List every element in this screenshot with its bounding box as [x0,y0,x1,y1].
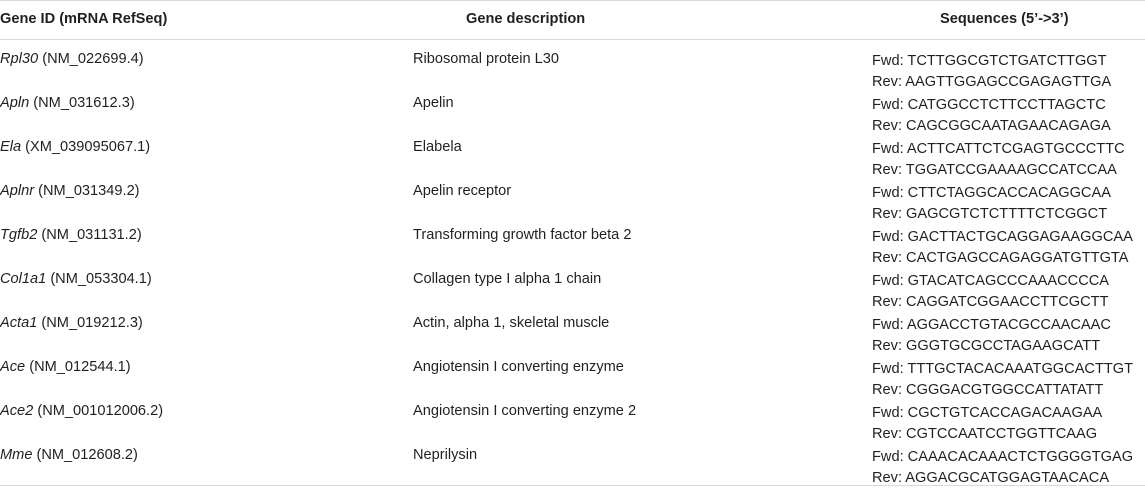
header-gene-id: Gene ID (mRNA RefSeq) [0,11,168,27]
gene-id-cell: Mme (NM_012608.2) [0,447,138,463]
gene-symbol: Ela [0,139,22,155]
table-header-row: Gene ID (mRNA RefSeq) Gene description S… [0,0,1145,39]
gene-symbol: Apln [0,95,30,111]
sequence-cell: Fwd: CGCTGTCACCAGACAAGAA Rev: CGTCCAATCCT… [872,403,1102,445]
gene-description-cell: Apelin receptor [413,183,512,199]
gene-symbol: Aplnr [0,183,35,199]
gene-id-cell: Acta1 (NM_019212.3) [0,315,143,331]
gene-description-cell: Ribosomal protein L30 [413,51,560,67]
refseq-accession: (NM_012608.2) [36,447,138,463]
table-row: Apln (NM_031612.3) Apelin Fwd: CATGGCCTCTT… [0,85,1145,134]
gene-description-cell: Neprilysin [413,447,478,463]
table-row: Ela (XM_039095067.1) Elabela Fwd: ACTTCATT… [0,129,1145,178]
table-row: Ace2 (NM_001012006.2) Angiotensin I conve… [0,393,1145,442]
forward-primer: Fwd: CTTCTAGGCACCACAGGCAA [872,185,1111,201]
sequence-cell: Fwd: AGGACCTGTACGCCAACAAC Rev: GGGTGCGCCT… [872,315,1111,357]
gene-id-cell: Ace (NM_012544.1) [0,359,131,375]
gene-id-cell: Col1a1 (NM_053304.1) [0,271,152,287]
reverse-primer: Rev: CGTCCAATCCTGGTTCAAG [872,426,1098,442]
forward-primer: Fwd: GACTTACTGCAGGAGAAGGCAA [872,229,1133,245]
sequence-cell: Fwd: CTTCTAGGCACCACAGGCAA Rev: GAGCGTCTCT… [872,183,1111,225]
table-row: Col1a1 (NM_053304.1) Collagen type I alph… [0,261,1145,310]
table-top-rule [0,0,1145,1]
table-row: Ace (NM_012544.1) Angiotensin I convertin… [0,349,1145,398]
refseq-accession: (NM_031612.3) [33,95,135,111]
refseq-accession: (NM_012544.1) [29,359,131,375]
sequence-cell: Fwd: TCTTGGCGTCTGATCTTGGT Rev: AAGTTGGAGC… [872,51,1111,93]
table-row: Tgfb2 (NM_031131.2) Transforming growth f… [0,217,1145,266]
refseq-accession: (NM_001012006.2) [37,403,164,419]
refseq-accession: (NM_019212.3) [41,315,143,331]
header-gene-description: Gene description [466,11,586,27]
gene-description-cell: Apelin [413,95,454,111]
table-row: Acta1 (NM_019212.3) Actin, alpha 1, skele… [0,305,1145,354]
sequence-cell: Fwd: GTACATCAGCCCAAACCCCA Rev: CAGGATCGGA… [872,271,1109,313]
gene-symbol: Ace [0,359,26,375]
sequence-cell: Fwd: TTTGCTACACAAATGGCACTTGT Rev: CGGGACG… [872,359,1133,401]
gene-symbol: Tgfb2 [0,227,38,243]
reverse-primer: Rev: AGGACGCATGGAGTAACACA [872,470,1110,486]
reverse-primer: Rev: GGGTGCGCCTAGAAGCATT [872,338,1101,354]
table-header-rule [0,39,1145,40]
refseq-accession: (XM_039095067.1) [25,139,151,155]
forward-primer: Fwd: TTTGCTACACAAATGGCACTTGT [872,361,1134,377]
sequence-cell: Fwd: GACTTACTGCAGGAGAAGGCAA Rev: CACTGAGC… [872,227,1133,269]
gene-description-cell: Elabela [413,139,462,155]
forward-primer: Fwd: TCTTGGCGTCTGATCTTGGT [872,53,1107,69]
table-row: Aplnr (NM_031349.2) Apelin receptor Fwd: C… [0,173,1145,222]
sequence-cell: Fwd: ACTTCATTCTCGAGTGCCCTTC Rev: TGGATCCG… [872,139,1125,181]
reverse-primer: Rev: CAGGATCGGAACCTTCGCTT [872,294,1109,310]
gene-description-cell: Transforming growth factor beta 2 [413,227,632,243]
table-row: Rpl30 (NM_022699.4) Ribosomal protein L30… [0,41,1145,90]
gene-id-cell: Rpl30 (NM_022699.4) [0,51,144,67]
forward-primer: Fwd: GTACATCAGCCCAAACCCCA [872,273,1110,289]
table-bottom-rule [0,485,1145,486]
gene-symbol: Mme [0,447,33,463]
reverse-primer: Rev: GAGCGTCTCTTTTCTCGGCT [872,206,1108,222]
gene-id-cell: Ace2 (NM_001012006.2) [0,403,163,419]
gene-symbol: Ace2 [0,403,34,419]
gene-symbol: Col1a1 [0,271,47,287]
gene-id-cell: Apln (NM_031612.3) [0,95,135,111]
reverse-primer: Rev: CGGGACGTGGCCATTATATT [872,382,1104,398]
refseq-accession: (NM_031349.2) [38,183,140,199]
gene-id-cell: Aplnr (NM_031349.2) [0,183,140,199]
reverse-primer: Rev: CAGCGGCAATAGAACAGAGA [872,118,1111,134]
refseq-accession: (NM_022699.4) [42,51,144,67]
gene-description-cell: Angiotensin I converting enzyme 2 [413,403,637,419]
gene-description-cell: Collagen type I alpha 1 chain [413,271,602,287]
header-sequences: Sequences (5’->3’) [940,11,1069,27]
gene-description-cell: Angiotensin I converting enzyme [413,359,624,375]
table-body: Rpl30 (NM_022699.4) Ribosomal protein L30… [0,41,1145,486]
reverse-primer: Rev: CACTGAGCCAGAGGATGTTGTA [872,250,1129,266]
forward-primer: Fwd: CAAACACAAACTCTGGGGTGAG [872,449,1134,465]
forward-primer: Fwd: ACTTCATTCTCGAGTGCCCTTC [872,141,1125,157]
reverse-primer: Rev: TGGATCCGAAAAGCCATCCAA [872,162,1117,178]
gene-description-cell: Actin, alpha 1, skeletal muscle [413,315,610,331]
sequence-cell: Fwd: CATGGCCTCTTCCTTAGCTC Rev: CAGCGGCAAT… [872,95,1111,137]
table-row: Mme (NM_012608.2) Neprilysin Fwd: CAAACACA… [0,437,1145,486]
sequence-cell: Fwd: CAAACACAAACTCTGGGGTGAG Rev: AGGACGCA… [872,447,1133,489]
gene-id-cell: Ela (XM_039095067.1) [0,139,150,155]
refseq-accession: (NM_053304.1) [50,271,152,287]
forward-primer: Fwd: CGCTGTCACCAGACAAGAA [872,405,1103,421]
gene-symbol: Acta1 [0,315,38,331]
forward-primer: Fwd: CATGGCCTCTTCCTTAGCTC [872,97,1106,113]
refseq-accession: (NM_031131.2) [41,227,142,243]
gene-symbol: Rpl30 [0,51,39,67]
reverse-primer: Rev: AAGTTGGAGCCGAGAGTTGA [872,74,1112,90]
gene-id-cell: Tgfb2 (NM_031131.2) [0,227,142,243]
forward-primer: Fwd: AGGACCTGTACGCCAACAAC [872,317,1111,333]
